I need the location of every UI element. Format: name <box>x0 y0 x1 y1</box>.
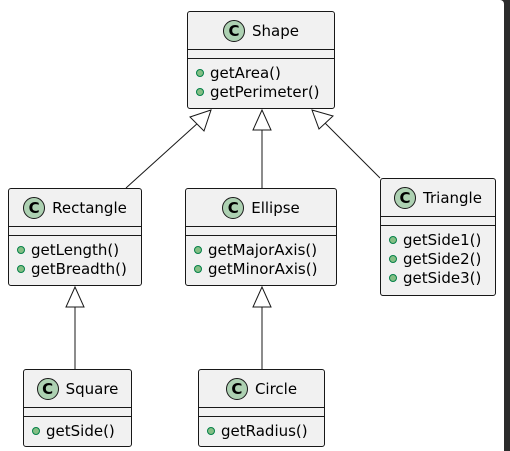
class-header: C Circle <box>199 370 324 408</box>
methods-compartment: getSide1() getSide2() getSide3() <box>381 226 495 290</box>
method: getSide1() <box>389 230 495 249</box>
edge-ellipse-to-shape <box>252 108 272 188</box>
class-header: C Rectangle <box>9 189 141 227</box>
class-name: Ellipse <box>251 198 300 217</box>
edge-triangle-to-shape <box>311 109 381 179</box>
public-method-icon <box>389 273 397 282</box>
class-name: Square <box>65 379 119 398</box>
public-method-icon <box>196 68 204 77</box>
class-name: Triangle <box>423 188 482 207</box>
method: getPerimeter() <box>196 82 334 101</box>
method: getMinorAxis() <box>194 259 336 278</box>
class-icon: C <box>223 19 245 42</box>
fields-compartment <box>24 408 131 417</box>
class-rectangle[interactable]: C Rectangle getLength() getBreadth() <box>8 188 142 286</box>
fields-compartment <box>199 408 324 417</box>
methods-compartment: getSide() <box>24 417 131 443</box>
class-icon: C <box>23 196 46 219</box>
class-header: C Square <box>24 370 131 408</box>
public-method-icon <box>194 264 202 273</box>
public-method-icon <box>17 245 25 254</box>
edge-square-to-rectangle <box>65 285 85 369</box>
public-method-icon <box>17 264 25 273</box>
method: getSide2() <box>389 249 495 268</box>
edge-circle-to-ellipse <box>252 285 272 369</box>
method: getMajorAxis() <box>194 240 336 259</box>
public-method-icon <box>194 245 202 254</box>
class-name: Shape <box>252 21 299 40</box>
class-shape[interactable]: C Shape getArea() getPerimeter() <box>187 11 335 109</box>
public-method-icon <box>32 426 40 435</box>
fields-compartment <box>9 227 141 236</box>
class-header: C Ellipse <box>186 189 336 227</box>
method: getLength() <box>17 240 141 259</box>
fields-compartment <box>186 227 336 236</box>
methods-compartment: getMajorAxis() getMinorAxis() <box>186 236 336 281</box>
class-icon: C <box>225 377 248 400</box>
method: getArea() <box>196 63 334 82</box>
methods-compartment: getLength() getBreadth() <box>9 236 141 281</box>
class-ellipse[interactable]: C Ellipse getMajorAxis() getMinorAxis() <box>185 188 337 286</box>
class-triangle[interactable]: C Triangle getSide1() getSide2() getSide… <box>380 178 496 296</box>
class-icon: C <box>222 196 245 219</box>
public-method-icon <box>207 426 215 435</box>
fields-compartment <box>381 217 495 226</box>
class-name: Circle <box>254 379 298 398</box>
class-icon: C <box>394 186 417 209</box>
method: getRadius() <box>207 421 324 440</box>
class-icon: C <box>36 377 59 400</box>
fields-compartment <box>188 50 334 59</box>
methods-compartment: getArea() getPerimeter() <box>188 59 334 104</box>
class-circle[interactable]: C Circle getRadius() <box>198 369 325 447</box>
method: getSide() <box>32 421 131 440</box>
methods-compartment: getRadius() <box>199 417 324 443</box>
class-square[interactable]: C Square getSide() <box>23 369 132 447</box>
class-header: C Shape <box>188 12 334 50</box>
edge-rectangle-to-shape <box>125 109 212 189</box>
class-name: Rectangle <box>52 198 127 217</box>
public-method-icon <box>196 87 204 96</box>
class-header: C Triangle <box>381 179 495 217</box>
public-method-icon <box>389 254 397 263</box>
public-method-icon <box>389 235 397 244</box>
method: getBreadth() <box>17 259 141 278</box>
method: getSide3() <box>389 268 495 287</box>
